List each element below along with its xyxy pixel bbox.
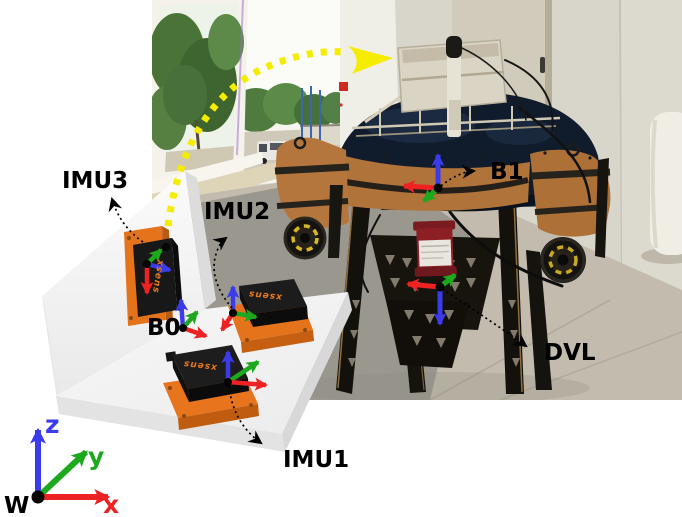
label-imu1: IMU1 <box>283 447 350 473</box>
imu2-body-top <box>239 279 307 314</box>
cables <box>359 44 592 293</box>
wall-corner <box>619 0 623 283</box>
b0-frame-axes <box>175 298 208 339</box>
frame-origin <box>224 378 232 386</box>
fender-ring <box>274 136 611 237</box>
label-dvl: DVL <box>544 340 596 366</box>
door-edge <box>545 0 552 166</box>
yellow-arrowhead-icon <box>348 46 393 74</box>
frame-origin <box>229 309 237 317</box>
bracket-wall-edge <box>185 171 216 309</box>
dvl-frame-axes <box>406 273 457 326</box>
frame-origin <box>143 260 151 268</box>
yellow-transfer-arrow <box>164 46 393 227</box>
leader-dvl <box>441 288 528 348</box>
lifting-eye <box>293 136 307 150</box>
leader-imu1 <box>228 385 263 445</box>
frame-origin <box>31 490 45 504</box>
bracket-base-front <box>56 396 285 452</box>
rov-robot <box>274 36 611 400</box>
rov-right-thruster <box>540 158 609 283</box>
frame-origin <box>179 324 187 332</box>
rov-mast <box>446 36 462 137</box>
window <box>152 0 296 216</box>
leader-arrows <box>108 164 528 445</box>
label-axis-z: z <box>45 410 60 439</box>
coordinate-frames <box>30 153 457 505</box>
y-axis-arrow <box>226 360 260 384</box>
window-edge-fringe <box>236 0 244 156</box>
b1-frame-axes <box>402 153 445 203</box>
plate-perforations <box>348 255 520 367</box>
imu2-device <box>228 279 314 353</box>
mast-cap <box>446 36 462 58</box>
x-axis-arrow <box>406 278 441 292</box>
leader-imu3 <box>108 196 144 243</box>
z-axis-arrow <box>175 298 189 329</box>
white-tank <box>641 112 682 264</box>
imu2-frame-axes <box>220 285 258 332</box>
y-axis-arrow <box>35 449 89 500</box>
world-frame-axes <box>30 427 111 505</box>
rov-left-thruster <box>283 185 343 260</box>
fire-alarm <box>339 82 348 91</box>
label-world: W <box>4 493 30 517</box>
x-axis-arrow <box>227 377 268 391</box>
bracket-base-side <box>282 292 352 452</box>
door-handle <box>540 57 545 73</box>
label-imu2: IMU2 <box>204 199 271 225</box>
robot-photo <box>152 0 682 400</box>
dvl-cylinder <box>413 220 457 277</box>
imu3-connector <box>162 243 170 251</box>
label-b0: B0 <box>147 315 181 341</box>
label-b1: B1 <box>490 159 524 185</box>
imu1-frame-axes <box>221 350 268 391</box>
imu3-frame-axes <box>140 248 172 295</box>
rov-legs <box>336 196 552 394</box>
tree <box>208 14 244 70</box>
floor-joint <box>499 331 682 400</box>
frame-origin <box>433 183 443 193</box>
imu3-body <box>133 238 177 317</box>
label-axis-y: y <box>88 442 105 471</box>
fender-bolts <box>360 150 592 160</box>
label-axis-x: x <box>103 490 120 517</box>
x-axis-arrow <box>182 325 208 339</box>
x-axis-arrow <box>402 180 439 194</box>
label-imu3: IMU3 <box>62 168 129 194</box>
